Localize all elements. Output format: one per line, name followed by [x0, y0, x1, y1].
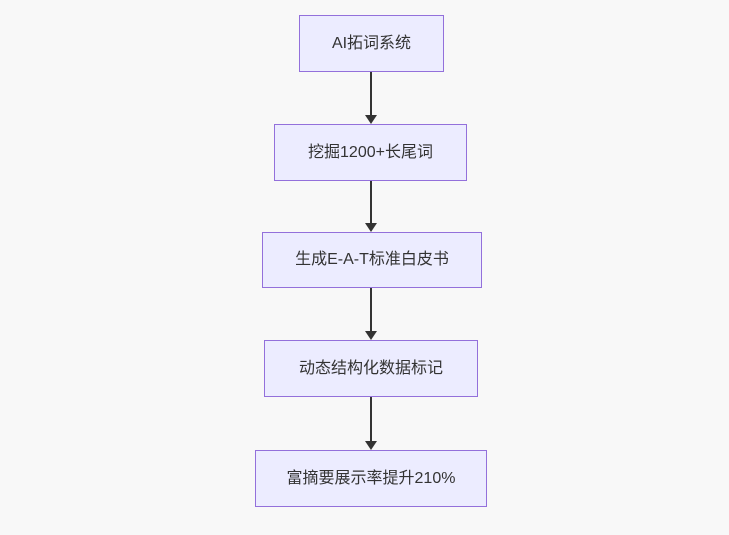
- arrow-line: [370, 288, 372, 331]
- node-label: AI拓词系统: [331, 34, 412, 52]
- node-label: 挖掘1200+长尾词: [308, 143, 433, 161]
- arrow-down: [365, 72, 377, 124]
- arrow-head-icon: [365, 331, 377, 340]
- arrow-head-icon: [365, 115, 377, 124]
- arrow-line: [370, 181, 372, 223]
- arrow-down: [365, 288, 377, 340]
- node-label: 富摘要展示率提升210%: [286, 469, 456, 487]
- arrow-line: [370, 72, 372, 115]
- flowchart-node: AI拓词系统: [299, 15, 444, 72]
- flowchart-node: 动态结构化数据标记: [264, 340, 478, 397]
- arrow-head-icon: [365, 441, 377, 450]
- arrow-down: [365, 181, 377, 232]
- node-label: 生成E-A-T标准白皮书: [295, 251, 449, 269]
- arrow-down: [365, 397, 377, 450]
- node-label: 动态结构化数据标记: [298, 359, 443, 377]
- flowchart-node: 富摘要展示率提升210%: [255, 450, 487, 507]
- flowchart-node: 生成E-A-T标准白皮书: [262, 232, 482, 288]
- arrow-line: [370, 397, 372, 441]
- flowchart-node: 挖掘1200+长尾词: [274, 124, 467, 181]
- arrow-head-icon: [365, 223, 377, 232]
